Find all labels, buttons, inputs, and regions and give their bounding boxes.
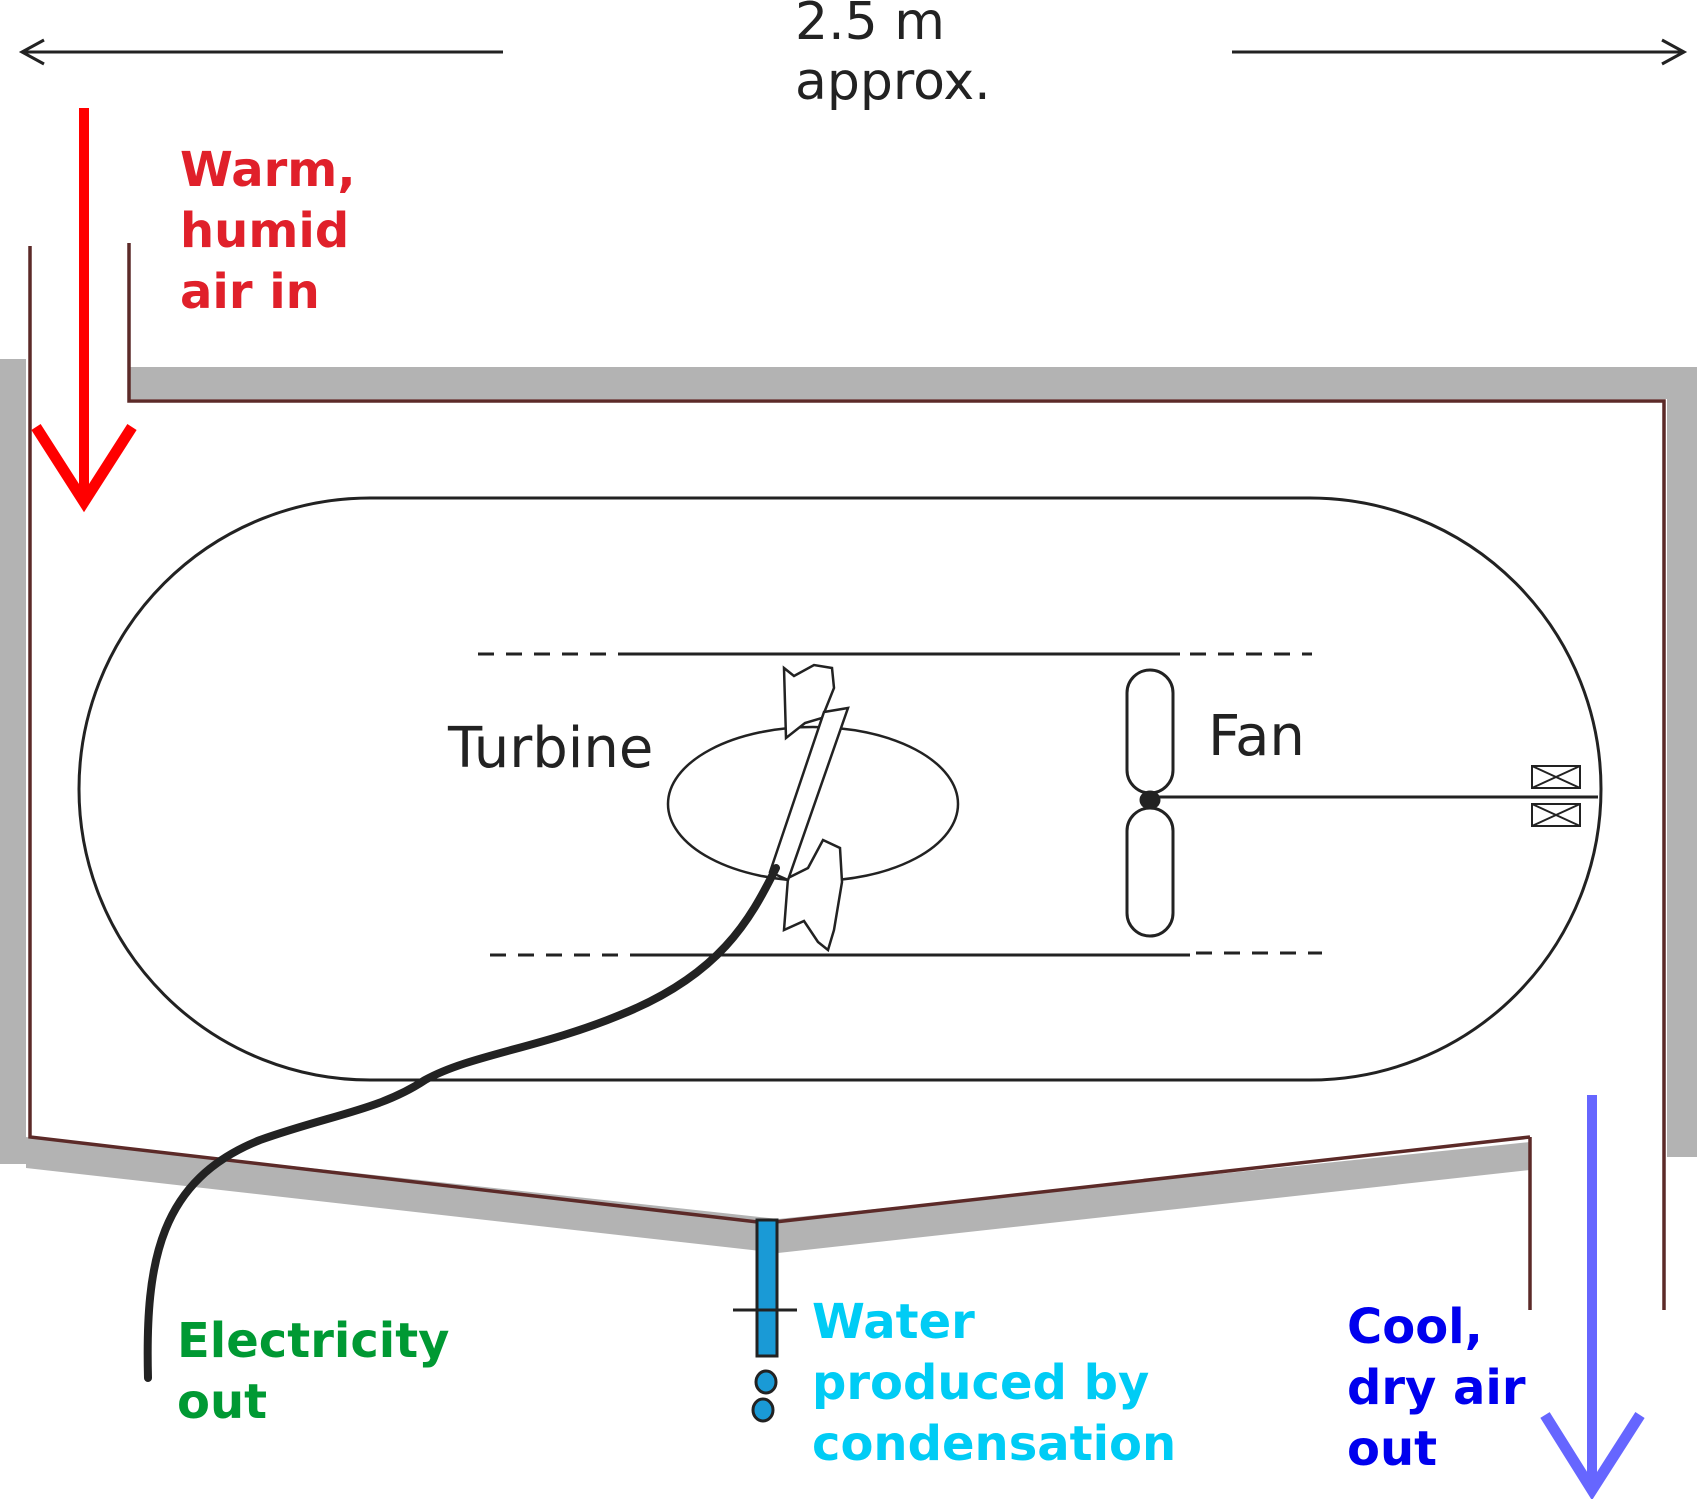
- duct-loop: [77, 496, 1603, 1082]
- drain-pipe: [755, 1218, 779, 1358]
- turbine-blade-bottom: [782, 838, 844, 953]
- air-in-arrow: [31, 108, 137, 513]
- tunnel-walls: [478, 652, 1322, 957]
- housing-wall: [28, 243, 1666, 1310]
- shaft-bearing: [1531, 765, 1581, 827]
- turbine-label: Turbine: [448, 716, 654, 781]
- water-drop: [754, 1369, 778, 1395]
- turbine-blade-diagonal: [768, 706, 850, 882]
- turbine-blade-top: [782, 663, 836, 741]
- fan-blade-lower: [1125, 806, 1175, 938]
- dimension-arrow: [18, 38, 1688, 66]
- water-drain: [733, 1218, 797, 1423]
- fan-blade-upper: [1125, 668, 1175, 795]
- fan-label: Fan: [1208, 704, 1305, 769]
- water-drop: [751, 1397, 775, 1423]
- turbine: [666, 663, 960, 953]
- water-label: Water produced by condensation: [812, 1294, 1177, 1472]
- housing-insulation: [0, 359, 1697, 1253]
- air-out-label: Cool, dry air out: [1347, 1299, 1526, 1477]
- electricity-out-label: Electricity out: [177, 1313, 450, 1430]
- dimension-label: 2.5 m approx.: [795, 0, 991, 112]
- electricity-cable: [143, 864, 780, 1382]
- air-in-label: Warm, humid air in: [180, 142, 356, 320]
- air-out-arrow: [1540, 1095, 1645, 1499]
- fan: [1125, 668, 1598, 938]
- fan-hub: [1139, 790, 1161, 810]
